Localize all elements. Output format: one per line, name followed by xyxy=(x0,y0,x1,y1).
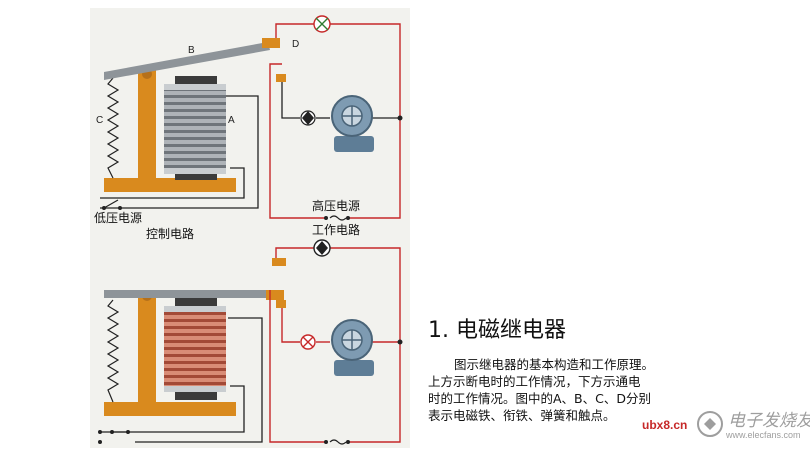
ac-source-top xyxy=(324,215,350,221)
contact-lower-top xyxy=(276,74,286,82)
watermark-site: ubx8.cn xyxy=(640,418,690,432)
spring-bottom xyxy=(106,299,120,403)
pillar-top xyxy=(138,70,156,178)
relay-off xyxy=(100,38,286,209)
coil-top xyxy=(164,90,226,168)
core-cap-top xyxy=(175,76,217,84)
description-line: 时的工作情况。图中的A、B、C、D分别 xyxy=(428,391,651,406)
motor-bottom xyxy=(331,319,374,376)
core-cap-bottom xyxy=(175,298,217,306)
label-work-circuit: 工作电路 xyxy=(312,223,361,237)
label-high-voltage-source: 高压电源 xyxy=(312,199,361,213)
label-low-voltage-source: 低压电源 xyxy=(94,211,143,225)
lamp-bottom xyxy=(313,239,331,257)
description-line: 表示电磁铁、衔铁、弹簧和触点。 xyxy=(428,408,616,423)
coil-cap-top xyxy=(164,84,226,90)
contact-lower-bottom xyxy=(276,300,286,308)
switch-bottom xyxy=(98,430,130,444)
control-circuit-wires-bottom xyxy=(100,317,263,443)
contact-d-top xyxy=(262,38,280,48)
watermark: ubx8.cn 电子发烧友 www.elecfans.com xyxy=(640,402,810,448)
label-coil-a: A xyxy=(228,115,235,126)
work-circuit-wires-top xyxy=(269,23,401,219)
contact-d-bottom xyxy=(266,290,284,300)
label-control-circuit: 控制电路 xyxy=(146,227,195,241)
lamp-off-top xyxy=(300,110,316,126)
lamp-on-bottom xyxy=(300,334,316,350)
label-contact-d: D xyxy=(292,39,300,50)
lamp-top xyxy=(313,15,331,33)
coil-bottom xyxy=(164,312,226,386)
description-line: 图示继电器的基本构造和工作原理。 xyxy=(454,357,655,372)
armature-bottom xyxy=(104,290,280,298)
label-armature-b: B xyxy=(188,45,195,56)
motor-branch-top xyxy=(281,82,400,119)
description: 图示继电器的基本构造和工作原理。 上方示断电时的工作情况，下方示通电 时的工作情… xyxy=(428,356,698,424)
control-circuit-wires-top xyxy=(100,95,259,209)
base-plate-top xyxy=(104,178,236,192)
ac-source-bottom xyxy=(324,439,350,445)
pillar-bottom xyxy=(138,292,156,402)
spring-top xyxy=(106,77,120,179)
description-line: 上方示断电时的工作情况，下方示通电 xyxy=(428,374,641,389)
relay-on xyxy=(100,290,286,443)
base-plate-bottom xyxy=(104,402,236,416)
watermark-name: 电子发烧友 xyxy=(728,411,810,431)
watermark-url: www.elecfans.com xyxy=(726,430,801,440)
section-title: 1. 电磁继电器 xyxy=(428,318,566,343)
armature-top xyxy=(104,42,270,80)
work-circuit-wires-bottom xyxy=(269,247,401,443)
elecfans-logo-icon xyxy=(697,411,723,437)
label-spring-c: C xyxy=(96,115,104,126)
motor-top xyxy=(331,95,374,152)
switch-top xyxy=(102,199,122,210)
